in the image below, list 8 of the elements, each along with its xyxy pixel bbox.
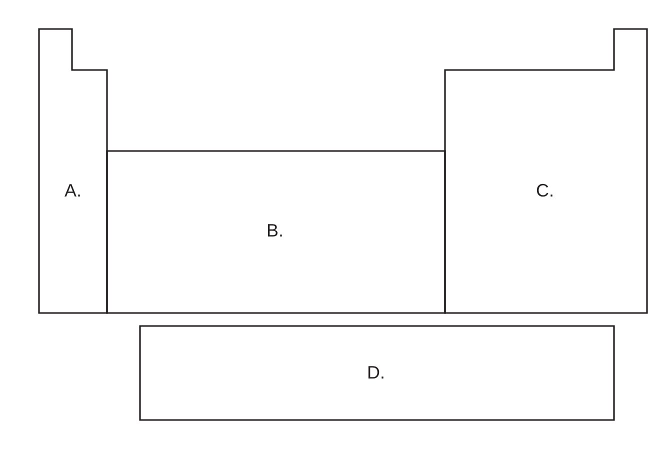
table-region bbox=[140, 326, 614, 420]
region-label: D. bbox=[367, 362, 385, 384]
table-region bbox=[445, 29, 647, 313]
region-label: A. bbox=[64, 180, 82, 202]
table-region bbox=[39, 29, 107, 313]
table-region bbox=[107, 151, 445, 313]
region-label: B. bbox=[266, 220, 284, 242]
region-label: C. bbox=[536, 180, 554, 202]
